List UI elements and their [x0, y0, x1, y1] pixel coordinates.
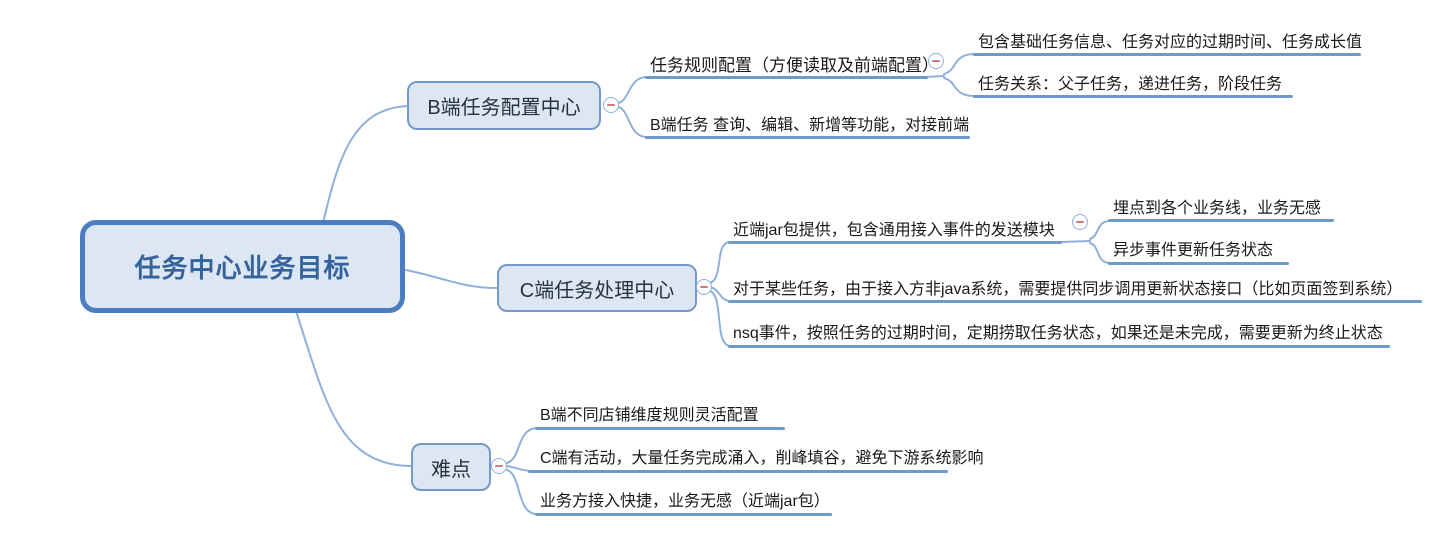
topic-underline	[1108, 218, 1334, 222]
topic-label: C端有活动，大量任务完成涌入，削峰填谷，避免下游系统影响	[540, 450, 984, 467]
link-c-child1	[709, 241, 731, 284]
branch-node-difficulty[interactable]: 难点	[411, 443, 491, 491]
topic-label: 埋点到各个业务线，业务无感	[1113, 200, 1322, 217]
collapse-icon[interactable]	[603, 97, 619, 113]
minus-icon	[700, 286, 708, 288]
topic-task-rule-config[interactable]: 任务规则配置（方便读取及前端配置）	[645, 51, 939, 79]
topic-jar-package[interactable]: 近端jar包提供，包含通用接入事件的发送模块	[728, 216, 1062, 244]
link-c-child3	[709, 290, 731, 347]
topic-underline	[728, 240, 1062, 244]
topic-async-events[interactable]: 异步事件更新任务状态	[1108, 236, 1289, 265]
topic-label: 异步事件更新任务状态	[1113, 242, 1274, 259]
collapse-icon[interactable]	[928, 53, 944, 69]
topic-label: 包含基础任务信息、任务对应的过期时间、任务成长值	[978, 34, 1363, 51]
branch-node-b-config-center[interactable]: B端任务配置中心	[407, 81, 601, 130]
topic-b-task-crud[interactable]: B端任务 查询、编辑、新增等功能，对接前端	[645, 111, 970, 139]
topic-underline	[535, 512, 832, 516]
topic-underline	[645, 75, 928, 79]
link-c1-leaf1	[1089, 220, 1111, 240]
topic-quick-access[interactable]: 业务方接入快捷，业务无感（近端jar包）	[535, 487, 832, 516]
minus-icon	[607, 104, 615, 106]
topic-label: 近端jar包提供，包含通用接入事件的发送模块	[733, 222, 1055, 239]
topic-label: 任务关系：父子任务，递进任务，阶段任务	[978, 76, 1283, 93]
root-node[interactable]: 任务中心业务目标	[80, 220, 405, 313]
topic-underline	[973, 52, 1361, 56]
link-b-child1	[617, 76, 648, 104]
branch-node-label: B端任务配置中心	[427, 97, 581, 119]
link-b1-stub	[925, 75, 945, 78]
topic-underline	[1108, 261, 1289, 265]
topic-label: 任务规则配置（方便读取及前端配置）	[650, 56, 939, 75]
topic-underline	[728, 299, 1422, 303]
topic-label: nsq事件，按照任务的过期时间，定期捞取任务状态，如果还是未完成，需要更新为终止…	[733, 325, 1383, 342]
topic-task-relations[interactable]: 任务关系：父子任务，递进任务，阶段任务	[973, 70, 1293, 98]
minus-icon	[932, 60, 940, 62]
link-c1-stub	[1061, 240, 1091, 243]
root-node-label: 任务中心业务目标	[134, 253, 351, 283]
topic-label: B端任务 查询、编辑、新增等功能，对接前端	[650, 117, 970, 134]
link-c-child2	[709, 286, 731, 302]
link-d-child3	[506, 469, 538, 515]
link-b1-leaf2	[943, 77, 976, 97]
topic-underline	[728, 344, 1390, 348]
collapse-icon[interactable]	[491, 458, 507, 474]
topic-underline	[528, 469, 948, 473]
link-d-child1	[506, 427, 538, 464]
topic-underline	[645, 135, 970, 139]
branch-node-label: C端任务处理中心	[519, 279, 675, 302]
link-b1-leaf1	[943, 53, 976, 75]
topic-nsq-events[interactable]: nsq事件，按照任务的过期时间，定期捞取任务状态，如果还是未完成，需要更新为终止…	[728, 319, 1390, 348]
topic-tracking-points[interactable]: 埋点到各个业务线，业务无感	[1108, 194, 1334, 222]
branch-node-label: 难点	[431, 458, 471, 481]
link-b-child2	[617, 106, 648, 138]
collapse-icon[interactable]	[696, 279, 712, 295]
topic-peak-shaving[interactable]: C端有活动，大量任务完成涌入，削峰填谷，避免下游系统影响	[528, 444, 984, 473]
collapse-icon[interactable]	[1072, 214, 1088, 230]
topic-flexible-rules[interactable]: B端不同店铺维度规则灵活配置	[535, 401, 785, 430]
topic-label: B端不同店铺维度规则灵活配置	[540, 407, 759, 424]
branch-node-c-process-center[interactable]: C端任务处理中心	[497, 264, 697, 312]
topic-sync-api[interactable]: 对于某些任务，由于接入方非java系统，需要提供同步调用更新状态接口（比如页面签…	[728, 275, 1422, 303]
topic-task-basic-info[interactable]: 包含基础任务信息、任务对应的过期时间、任务成长值	[973, 28, 1363, 56]
topic-underline	[535, 426, 785, 430]
topic-label: 对于某些任务，由于接入方非java系统，需要提供同步调用更新状态接口（比如页面签…	[733, 281, 1403, 298]
link-root-c	[405, 269, 499, 289]
minus-icon	[1076, 221, 1084, 223]
link-root-difficulty	[295, 310, 413, 467]
link-root-b	[322, 105, 409, 224]
minus-icon	[495, 465, 503, 467]
link-c1-leaf2	[1089, 242, 1111, 264]
topic-underline	[973, 94, 1293, 98]
topic-label: 业务方接入快捷，业务无感（近端jar包）	[540, 493, 830, 510]
